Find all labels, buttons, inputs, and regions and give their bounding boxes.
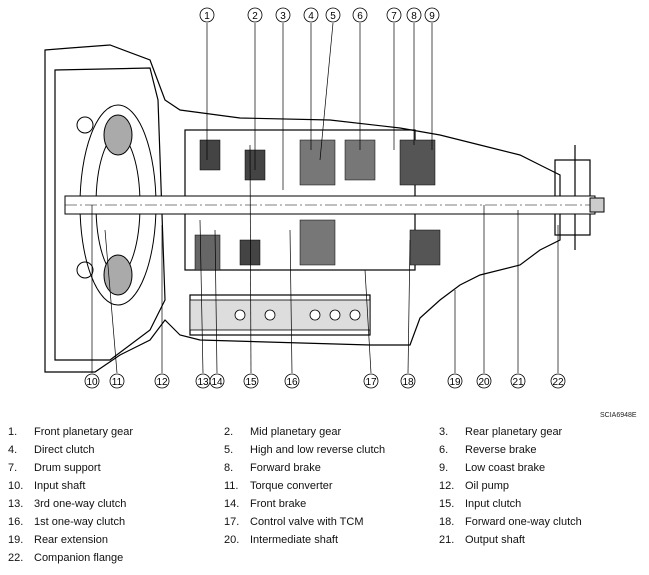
svg-text:6: 6	[357, 11, 363, 22]
legend-item: 7.Drum support	[8, 462, 101, 474]
legend-item: 9.Low coast brake	[439, 462, 546, 474]
legend-item: 15.Input clutch	[439, 498, 522, 510]
svg-text:15: 15	[245, 377, 257, 388]
legend-item: 20.Intermediate shaft	[224, 534, 339, 546]
legend-item: 2.Mid planetary gear	[224, 426, 342, 438]
callout-7: 7	[386, 7, 402, 23]
svg-text:11: 11	[112, 377, 123, 388]
legend-item: 19.Rear extension	[8, 534, 108, 546]
legend-item: 5.High and low reverse clutch	[224, 444, 386, 456]
svg-text:20: 20	[478, 377, 490, 388]
svg-text:5: 5	[330, 11, 336, 22]
callout-15: 15	[243, 373, 259, 389]
svg-text:13: 13	[197, 377, 209, 388]
callout-14: 14	[209, 373, 225, 389]
svg-text:8: 8	[411, 11, 417, 22]
callout-13: 13	[195, 373, 211, 389]
legend-item: 6.Reverse brake	[439, 444, 537, 456]
svg-text:3: 3	[280, 11, 286, 22]
callout-1: 1	[199, 7, 215, 23]
legend-item: 3.Rear planetary gear	[439, 426, 563, 438]
callout-9: 9	[424, 7, 440, 23]
svg-text:16: 16	[286, 377, 298, 388]
leader-lines	[91, 22, 559, 374]
svg-text:2: 2	[252, 11, 258, 22]
svg-text:10: 10	[86, 377, 98, 388]
callout-8: 8	[406, 7, 422, 23]
svg-text:7: 7	[391, 11, 397, 22]
svg-text:14: 14	[211, 377, 223, 388]
svg-text:21: 21	[512, 377, 524, 388]
main-shaft	[64, 195, 605, 215]
svg-text:19: 19	[449, 377, 461, 388]
callout-6: 6	[352, 7, 368, 23]
legend-item: 12.Oil pump	[439, 480, 510, 492]
legend-item: 17.Control valve with TCM	[224, 516, 364, 528]
legend-item: 21.Output shaft	[439, 534, 525, 546]
callout-21: 21	[510, 373, 526, 389]
legend-item: 14.Front brake	[224, 498, 307, 510]
svg-text:12: 12	[156, 377, 168, 388]
legend-item: 4.Direct clutch	[8, 444, 95, 456]
callout-17: 17	[363, 373, 379, 389]
control-valve-body	[189, 299, 371, 331]
callout-19: 19	[447, 373, 463, 389]
legend-item: 8.Forward brake	[224, 462, 321, 474]
svg-text:17: 17	[365, 377, 377, 388]
callout-12: 12	[154, 373, 170, 389]
callout-2: 2	[247, 7, 263, 23]
callout-18: 18	[400, 373, 416, 389]
svg-text:18: 18	[402, 377, 414, 388]
svg-text:9: 9	[429, 11, 435, 22]
callout-22: 22	[550, 373, 566, 389]
legend-item: 18.Forward one-way clutch	[439, 516, 582, 528]
svg-text:22: 22	[552, 377, 564, 388]
callout-4: 4	[303, 7, 319, 23]
torque-converter-shape	[76, 104, 157, 306]
svg-text:4: 4	[308, 11, 314, 22]
legend-item: 13.3rd one-way clutch	[8, 498, 127, 510]
legend-item: 10.Input shaft	[8, 480, 86, 492]
callout-5: 5	[325, 7, 341, 23]
callouts: 1 2 3 4 5 6 7 8 9 10 11 12 13 14 15 16 1…	[84, 7, 566, 389]
svg-text:1: 1	[204, 11, 210, 22]
figure-code: SCIA6948E	[600, 412, 637, 419]
legend-item: 16.1st one-way clutch	[8, 516, 126, 528]
callout-3: 3	[275, 7, 291, 23]
legend-item: 22.Companion flange	[8, 552, 124, 564]
callout-20: 20	[476, 373, 492, 389]
callout-10: 10	[84, 373, 100, 389]
legend-item: 11.Torque converter	[224, 480, 333, 492]
callout-16: 16	[284, 373, 300, 389]
callout-11: 11	[109, 373, 125, 389]
legend-item: 1.Front planetary gear	[8, 426, 134, 438]
transmission-cross-section-diagram: 1 2 3 4 5 6 7 8 9 10 11 12 13 14 15 16 1…	[44, 7, 605, 389]
